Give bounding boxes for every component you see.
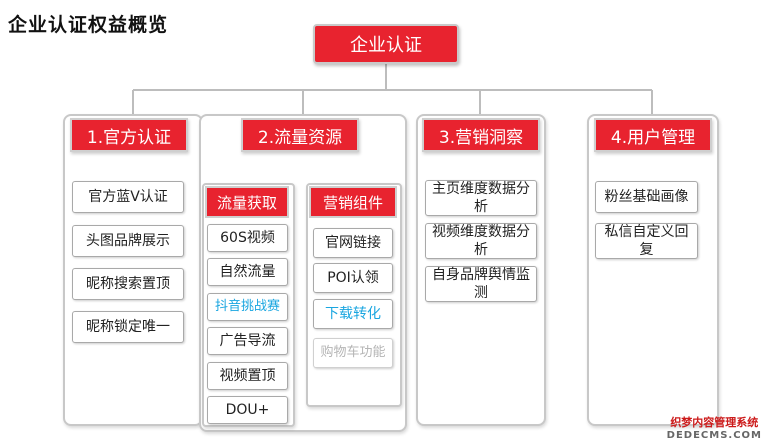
item-download-conversion: 下载转化 (313, 299, 393, 329)
item-dou-plus: DOU+ (207, 396, 288, 424)
panel-user-management (587, 114, 719, 426)
item-website-link: 官网链接 (313, 228, 393, 258)
watermark: 织梦内容管理系统 DEDECMS.COM (667, 416, 762, 442)
item-nickname-search-top: 昵称搜索置顶 (72, 268, 184, 300)
subcategory-marketing-components: 营销组件 (309, 186, 397, 218)
item-brand-sentiment-monitoring: 自身品牌舆情监测 (425, 266, 537, 302)
item-poi-claim: POI认领 (313, 263, 393, 293)
category-official-certification: 1.官方认证 (70, 118, 188, 152)
item-homepage-data-analysis: 主页维度数据分析 (425, 180, 537, 216)
item-60s-video: 60S视频 (207, 224, 288, 252)
item-natural-traffic: 自然流量 (207, 258, 288, 286)
item-shopping-cart: 购物车功能 (313, 338, 393, 368)
category-user-management: 4.用户管理 (594, 118, 712, 152)
subcategory-traffic-acquisition: 流量获取 (205, 186, 289, 218)
item-douyin-challenge: 抖音挑战赛 (207, 293, 288, 321)
category-traffic-resources: 2.流量资源 (241, 118, 359, 152)
category-marketing-insights: 3.营销洞察 (422, 118, 540, 152)
panel-marketing-components (306, 183, 402, 407)
watermark-en: DEDECMS.COM (666, 430, 762, 441)
watermark-cn: 织梦内容管理系统 (670, 416, 759, 429)
item-video-data-analysis: 视频维度数据分析 (425, 223, 537, 259)
item-ad-traffic: 广告导流 (207, 327, 288, 355)
page-title: 企业认证权益概览 (8, 14, 169, 36)
item-blue-v-certification: 官方蓝V认证 (72, 181, 184, 213)
item-fan-basic-profile: 粉丝基础画像 (595, 181, 698, 213)
item-header-brand-display: 头图品牌展示 (72, 225, 184, 257)
item-private-message-auto-reply: 私信自定义回复 (595, 223, 698, 259)
item-video-pin-top: 视频置顶 (207, 362, 288, 390)
item-nickname-lock-unique: 昵称锁定唯一 (72, 311, 184, 343)
root-node: 企业认证 (313, 24, 459, 64)
